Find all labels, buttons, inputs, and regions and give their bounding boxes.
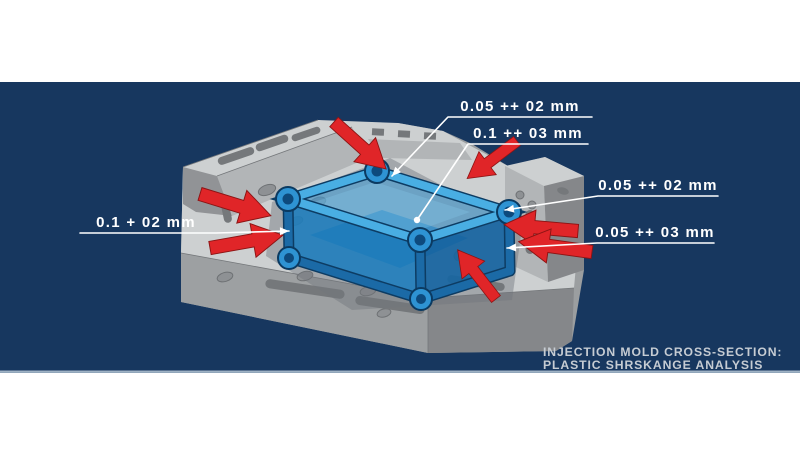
red-arrow-bottom-icon (457, 249, 501, 304)
mold-hole (257, 183, 277, 197)
plastic-left-face (288, 199, 421, 299)
notch-strip-front (368, 139, 472, 160)
leader-line (504, 195, 719, 211)
mold-front-right-face (428, 288, 574, 353)
red-arrow-left-upper-icon (197, 187, 272, 224)
leader-arrowhead-icon (505, 204, 515, 213)
dimension-label: 0.1 ++ 03 mm (473, 125, 583, 142)
mold-hole (515, 190, 525, 200)
backwall-front-face (217, 127, 368, 216)
leader-arrowhead-icon (507, 243, 517, 252)
dimension-label: 0.1 + 02 mm (96, 214, 196, 231)
backwall-ridge (182, 119, 319, 168)
plastic-corner-bosses (275, 158, 522, 311)
boss-ring-bore (416, 294, 426, 304)
mold-hole (376, 308, 392, 318)
caption: INJECTION MOLD CROSS-SECTION: PLASTIC SH… (543, 345, 782, 372)
red-arrow-top-icon (329, 116, 387, 170)
boss-ring-bore (414, 234, 426, 246)
boss-ring-bore (371, 165, 383, 177)
red-arrow-top-right-icon (466, 135, 521, 180)
dimension-label: 0.05 ++ 02 mm (460, 98, 579, 115)
cooling-slot (355, 295, 425, 315)
leader-arrowhead-icon (392, 166, 402, 176)
mold-hole (216, 271, 234, 283)
mold-notch (371, 128, 385, 136)
mold-front-left-face (181, 253, 428, 353)
dimension-label: 0.05 ++ 03 mm (595, 224, 714, 241)
boss-ring-bore (284, 253, 294, 263)
leader-dot-icon (413, 216, 421, 224)
leader-line (416, 143, 589, 221)
plastic-top-face (288, 171, 509, 240)
plastic-inner-panel (305, 182, 470, 237)
mold-slot (291, 126, 321, 142)
leader-line (79, 230, 290, 234)
backwall-inner-ridge (216, 126, 353, 177)
dimension-label: 0.05 ++ 02 mm (598, 177, 717, 194)
leader-line (506, 242, 715, 249)
dimension-callouts: 0.05 ++ 02 mm 0.1 ++ 03 mm 0.05 ++ 02 mm… (79, 98, 719, 252)
mold-notch (397, 130, 411, 138)
leader-line (391, 116, 593, 177)
cooling-slot (265, 279, 345, 299)
leader-arrowhead-icon (279, 227, 289, 236)
panel-bottom-accent-line (0, 370, 800, 373)
mold-slot (255, 134, 289, 152)
callout-right-lower: 0.05 ++ 03 mm (506, 224, 715, 252)
mold-slot (217, 147, 255, 165)
mold-right-edge (427, 287, 575, 299)
mold-hole (296, 270, 314, 282)
callout-left: 0.1 + 02 mm (79, 214, 290, 236)
right-block-top (505, 157, 584, 186)
boss-ring-bore (282, 193, 294, 205)
callout-right-upper: 0.05 ++ 02 mm (504, 177, 719, 213)
caption-line-2: PLASTIC SHRSKANGE ANALYSIS (543, 358, 763, 372)
callout-top-inner: 0.1 ++ 03 mm (413, 125, 589, 224)
mold-hole (557, 187, 569, 195)
caption-line-1: INJECTION MOLD CROSS-SECTION: (543, 345, 782, 359)
callout-top-outer: 0.05 ++ 02 mm (391, 98, 593, 177)
